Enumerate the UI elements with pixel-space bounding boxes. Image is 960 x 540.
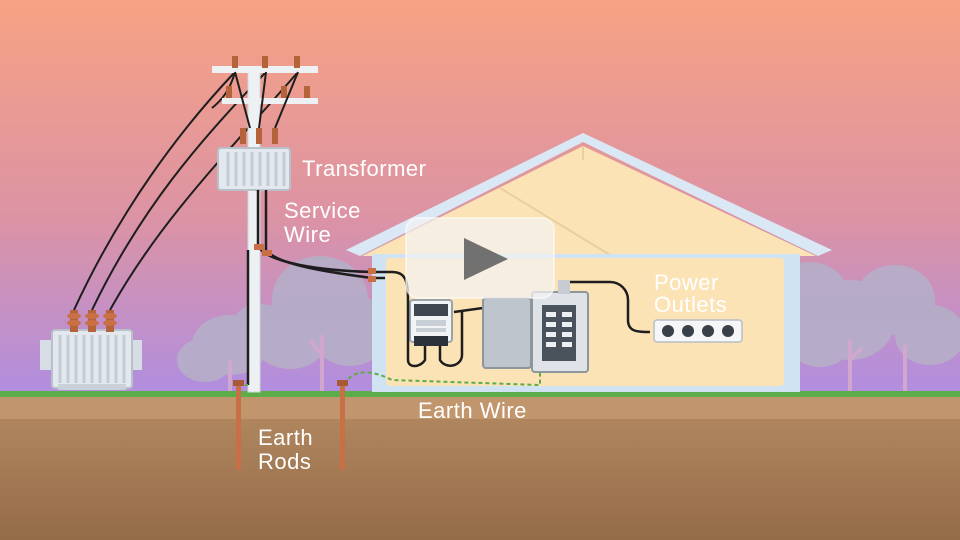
earth-rods xyxy=(233,380,348,470)
ground xyxy=(0,397,960,540)
label-transformer: Transformer xyxy=(302,156,426,181)
label-earth-rods-1: Earth xyxy=(258,425,313,450)
breaker-panel xyxy=(482,280,589,373)
power-outlets xyxy=(653,319,743,343)
electric-meter xyxy=(409,299,453,346)
play-icon xyxy=(464,238,508,280)
label-power-outlets-1: Power xyxy=(654,270,719,295)
label-service-wire-1: Service xyxy=(284,198,361,223)
label-power-outlets-2: Outlets xyxy=(654,292,727,317)
pad-transformer xyxy=(40,310,142,390)
grass-line xyxy=(0,391,960,397)
label-earth-rods-2: Rods xyxy=(258,449,311,474)
label-service-wire-2: Wire xyxy=(284,222,331,247)
tree-trunks xyxy=(228,335,907,395)
play-button[interactable] xyxy=(405,217,555,299)
pole-transformer xyxy=(217,147,291,191)
label-earth-wire: Earth Wire xyxy=(418,398,527,423)
